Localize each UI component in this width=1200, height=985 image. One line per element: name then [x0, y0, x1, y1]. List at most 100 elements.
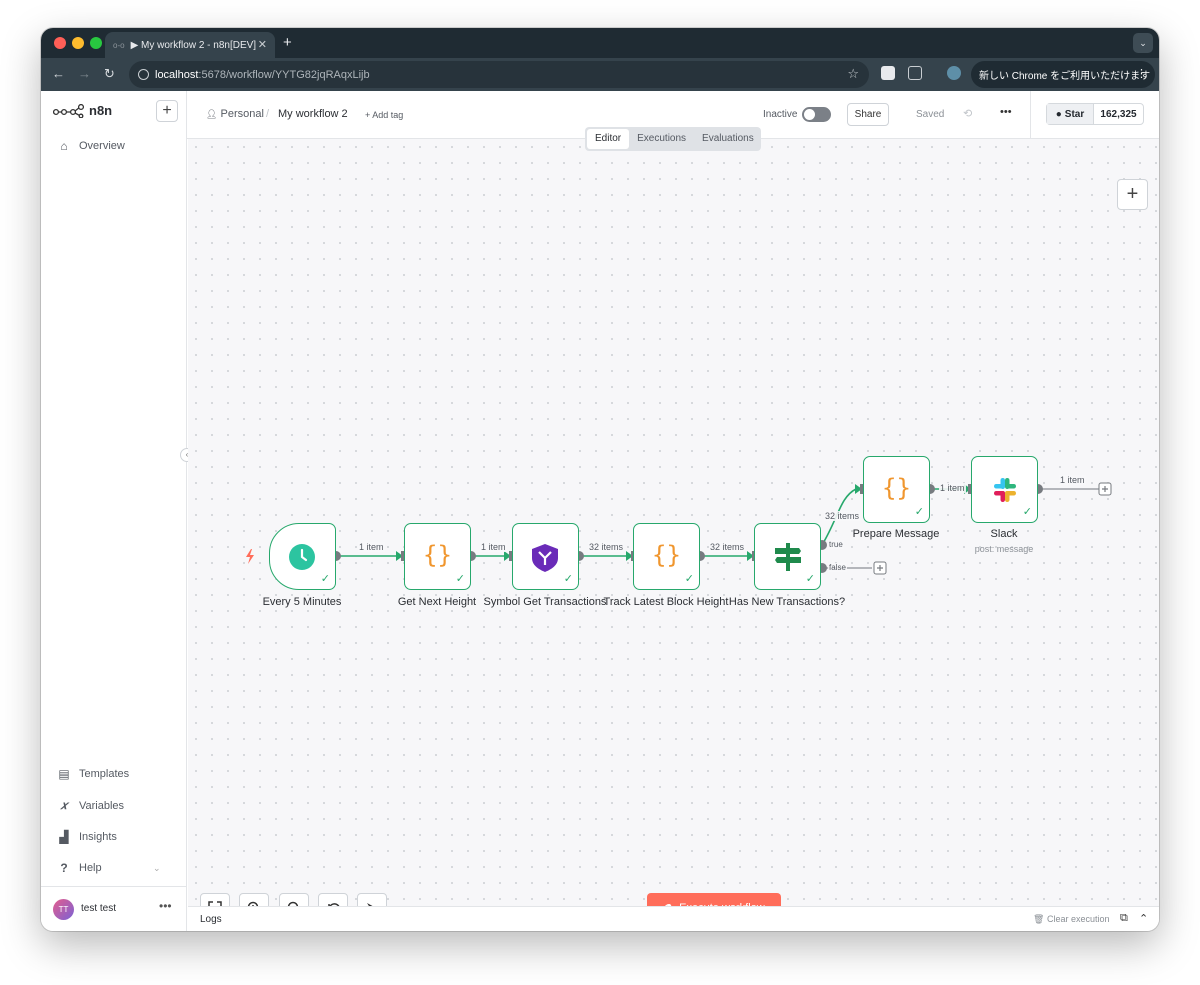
close-window-icon[interactable] — [54, 37, 66, 49]
node-symbol-get-transactions[interactable]: ✓ — [512, 523, 579, 590]
arrow-head — [626, 551, 633, 561]
create-button[interactable]: + — [156, 100, 178, 122]
node-has-new-transactions[interactable]: ✓ — [754, 523, 821, 590]
site-info-icon[interactable] — [138, 69, 149, 80]
logs-title: Logs — [200, 914, 222, 925]
sidebar-item-variables[interactable]: 𝑥 Variables — [57, 798, 124, 813]
workflow-name[interactable]: My workflow 2 — [278, 108, 348, 120]
popout-icon[interactable]: ⧉ — [1120, 912, 1128, 924]
browser-tabbar: o-o ▶ My workflow 2 - n8n[DEV] ✕ + ⌄ — [41, 28, 1159, 58]
forward-icon[interactable]: → — [78, 66, 91, 81]
success-check-icon: ✓ — [914, 506, 924, 518]
browser-tab[interactable]: o-o ▶ My workflow 2 - n8n[DEV] ✕ — [105, 32, 275, 58]
edge-label: 1 item — [939, 483, 966, 493]
header-divider — [1030, 91, 1031, 139]
input-handle[interactable] — [968, 484, 973, 494]
add-tag-button[interactable]: + Add tag — [365, 110, 404, 120]
chevron-up-icon[interactable]: ⌃ — [1139, 913, 1149, 925]
browser-window: o-o ▶ My workflow 2 - n8n[DEV] ✕ + ⌄ ← →… — [41, 28, 1159, 931]
code-braces-icon: {} — [423, 541, 452, 569]
reload-icon[interactable]: ↻ — [104, 66, 115, 81]
brand-name: n8n — [89, 103, 113, 118]
bookmark-star-icon[interactable]: ☆ — [847, 66, 859, 81]
success-check-icon: ✓ — [1022, 506, 1032, 518]
sidebar-item-help[interactable]: ? Help ⌄ — [57, 861, 160, 875]
node-label: Slack — [990, 528, 1018, 540]
view-switcher: Editor Executions Evaluations — [585, 127, 761, 151]
node-slack[interactable]: ✓ — [971, 456, 1038, 523]
github-star-label: Star — [1064, 108, 1085, 120]
active-toggle[interactable] — [802, 107, 831, 122]
chrome-update-label: 新しい Chrome をご利用いただけます — [979, 71, 1151, 82]
toggle-knob — [804, 109, 815, 120]
arrow-head — [964, 484, 971, 494]
close-tab-icon[interactable]: ✕ — [257, 39, 267, 51]
extension-icon[interactable] — [881, 66, 895, 80]
user-menu-icon[interactable]: ••• — [159, 899, 172, 913]
sidebar-item-label: Overview — [79, 140, 125, 152]
clear-execution-button[interactable]: 🗑︎ Clear execution — [1033, 914, 1110, 925]
kebab-menu-icon[interactable]: ⋮ — [1136, 68, 1147, 80]
user-icon: 👤︎ — [206, 109, 218, 119]
breadcrumb-project[interactable]: 👤︎ Personal — [206, 108, 264, 120]
extensions-puzzle-icon[interactable] — [908, 66, 922, 80]
github-star-button[interactable]: ●Star 162,325 — [1046, 103, 1144, 125]
user-bar[interactable]: TT test test ••• — [41, 886, 187, 931]
sidebar-item-insights[interactable]: ▟ Insights — [57, 830, 117, 844]
code-braces-icon: {} — [882, 474, 911, 502]
input-handle[interactable] — [509, 551, 514, 561]
node-prepare-message[interactable]: {} ✓ — [863, 456, 930, 523]
arrow-head — [504, 551, 511, 561]
tab-title: ▶ My workflow 2 - n8n[DEV] — [130, 39, 257, 51]
code-braces-icon: {} — [652, 541, 681, 569]
new-tab-icon[interactable]: + — [283, 34, 292, 51]
success-check-icon: ✓ — [684, 573, 694, 585]
n8n-logo-icon — [53, 103, 85, 118]
workflow-menu-icon[interactable]: ••• — [1000, 106, 1012, 118]
node-label: Every 5 Minutes — [262, 596, 342, 608]
branch-label-false: false — [828, 563, 847, 572]
tab-editor[interactable]: Editor — [587, 129, 630, 149]
node-track-latest-block-height[interactable]: {} ✓ — [633, 523, 700, 590]
profile-avatar-icon[interactable] — [947, 66, 961, 80]
node-every-5-minutes[interactable]: ✓ — [269, 523, 336, 590]
tab-evaluations[interactable]: Evaluations — [702, 133, 754, 144]
github-icon: ● — [1055, 108, 1062, 120]
logs-panel[interactable]: Logs 🗑︎ Clear execution ⧉ ⌃ — [188, 906, 1159, 931]
symbol-logo-icon — [532, 544, 558, 572]
minimize-window-icon[interactable] — [72, 37, 84, 49]
sidebar-item-overview[interactable]: ⌂ Overview — [57, 139, 125, 153]
clock-icon — [289, 544, 315, 570]
n8n-logo[interactable]: n8n — [53, 103, 112, 118]
breadcrumb-separator: / — [266, 108, 270, 120]
sidebar-item-label: Insights — [79, 831, 117, 843]
input-handle[interactable] — [860, 484, 865, 494]
url-host: localhost — [155, 68, 199, 81]
chrome-update-button[interactable]: 新しい Chrome をご利用いただけます ⋮ — [971, 61, 1155, 88]
arrow-head — [855, 484, 862, 494]
tab-search-icon[interactable]: ⌄ — [1133, 33, 1153, 53]
tab-executions[interactable]: Executions — [637, 133, 687, 144]
sidebar-item-label: Variables — [79, 799, 125, 812]
github-star-count: 162,325 — [1100, 108, 1137, 120]
address-bar[interactable]: localhost:5678/workflow/YYTG82jqRAqxLijb… — [129, 61, 869, 88]
workflow-canvas[interactable]: 1 item 1 item 32 items 32 items 32 items… — [188, 139, 1159, 923]
maximize-window-icon[interactable] — [90, 37, 102, 49]
n8n-favicon-icon: o-o — [113, 40, 125, 50]
add-node-button[interactable]: + — [1117, 179, 1148, 210]
sidebar: n8n + ⌂ Overview ▤ Templates 𝑥 Variables… — [41, 91, 187, 931]
arrow-head — [396, 551, 403, 561]
input-handle[interactable] — [401, 551, 406, 561]
share-button[interactable]: Share — [847, 103, 889, 126]
back-icon[interactable]: ← — [52, 66, 65, 81]
slack-logo-icon — [994, 478, 1016, 502]
sidebar-item-templates[interactable]: ▤ Templates — [57, 767, 129, 781]
edge-label: 32 items — [588, 542, 625, 552]
success-check-icon: ✓ — [320, 573, 330, 585]
history-icon[interactable]: ⟲ — [963, 108, 973, 120]
node-get-next-height[interactable]: {} ✓ — [404, 523, 471, 590]
active-status-label: Inactive — [763, 109, 798, 120]
browser-toolbar: ← → ↻ localhost:5678/workflow/YYTG82jqRA… — [41, 58, 1159, 91]
sidebar-item-label: Help — [79, 862, 102, 874]
node-subtitle: post: message — [974, 544, 1034, 554]
